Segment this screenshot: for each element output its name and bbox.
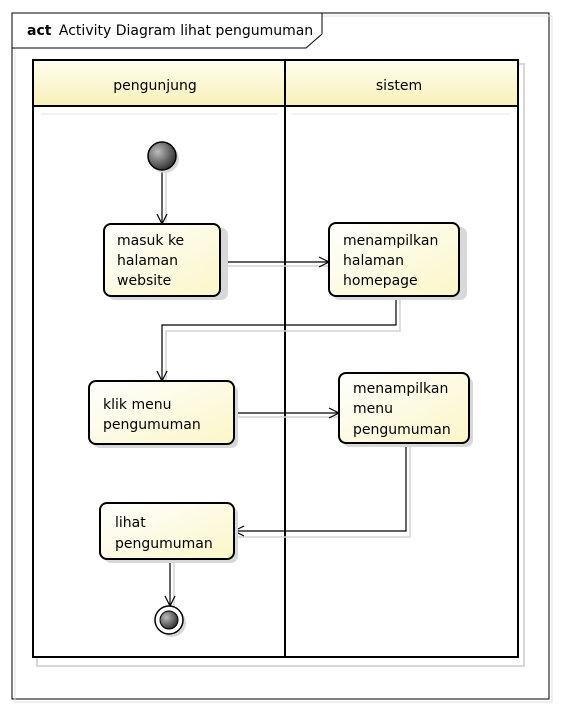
flow-tampil-menu-to-lihat [234,443,407,531]
action-lihat-pengumuman [99,502,235,560]
action-label: menampilkan menu pengumuman [353,381,453,438]
action-label: menampilkan halaman homepage [343,233,443,289]
frame-keyword: act [27,23,52,39]
action-tampil-menu-pengumuman [338,372,470,444]
frame-title-text: Activity Diagram lihat pengumuman [59,23,313,39]
action-tampil-halaman-homepage [328,222,460,297]
action-label: masuk ke halaman website [117,233,189,289]
lane-label-sistem: sistem [376,78,422,94]
frame-title-tab [11,12,323,49]
initial-node [147,141,177,171]
frame-title: act Activity Diagram lihat pengumuman [27,23,313,39]
flow-tampil-home-to-klik [162,297,397,381]
action-masuk-halaman-website [103,223,221,297]
flow-shadows [165,172,411,608]
lane-header-sistem [284,59,519,107]
action-klik-menu-pengumuman [88,380,235,445]
final-node [154,605,184,635]
action-label: lihat pengumuman [115,515,213,552]
action-label: klik menu pengumuman [103,397,201,433]
lane-label-pengunjung: pengunjung [113,78,197,94]
